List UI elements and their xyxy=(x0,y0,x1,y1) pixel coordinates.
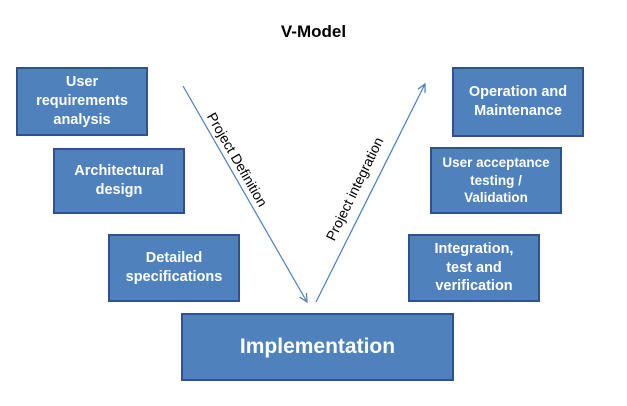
user-requirements-box: User requirements analysis xyxy=(16,67,148,136)
project-definition-label: Project Definition xyxy=(204,110,271,210)
implementation-box: Implementation xyxy=(181,313,454,381)
project-integration-label: Project integration xyxy=(323,135,387,243)
operation-maintenance-box: Operation and Maintenance xyxy=(452,67,584,137)
integration-test-box: Integration, test and verification xyxy=(408,234,540,302)
detailed-specifications-box: Detailed specifications xyxy=(108,234,240,302)
user-acceptance-box: User acceptance testing / Validation xyxy=(430,147,562,214)
diagram-title: V-Model xyxy=(280,22,347,41)
project-integration-arrow xyxy=(315,84,425,303)
project-definition-arrow xyxy=(182,85,307,302)
architectural-design-box: Architectural design xyxy=(53,148,185,214)
